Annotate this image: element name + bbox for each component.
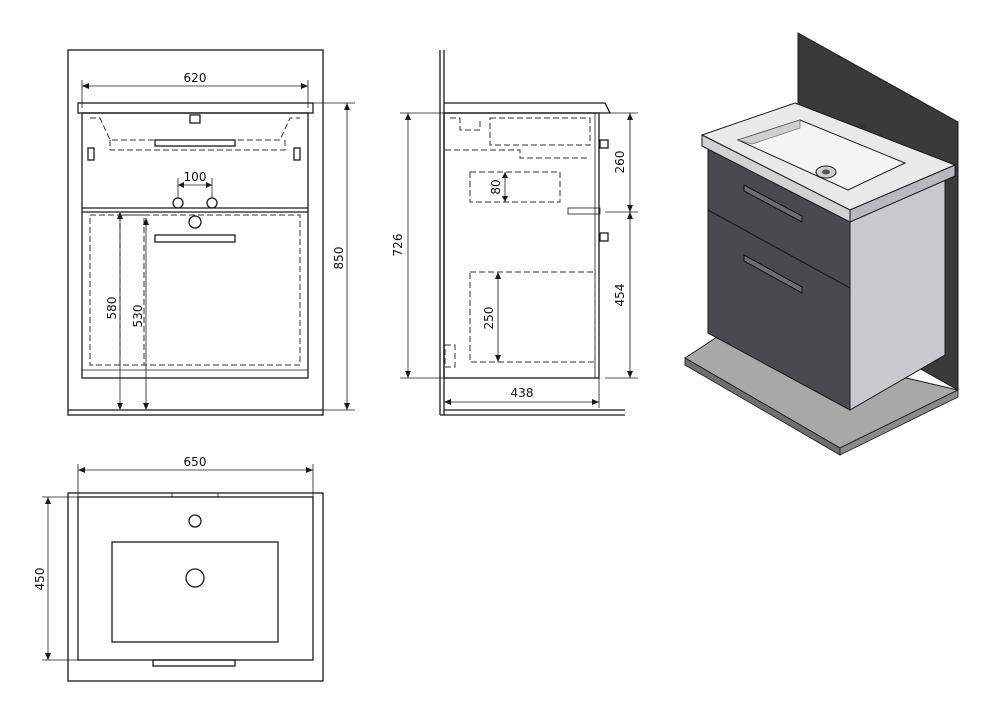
iso-tap-hole xyxy=(858,123,866,129)
top-basin xyxy=(111,541,279,643)
dim-hole-spacing: 100 xyxy=(184,170,207,184)
front-view: 620 100 580 530 850 xyxy=(67,49,355,416)
dim-top-width: 650 xyxy=(184,455,207,469)
front-countertop xyxy=(77,102,314,114)
dim-side-height: 726 xyxy=(391,234,405,257)
tap-hole xyxy=(188,514,202,528)
top-view: 650 450 xyxy=(33,455,324,682)
dim-lower-drawer: 454 xyxy=(613,284,627,307)
dim-total-height: 850 xyxy=(332,247,346,270)
top-handle xyxy=(152,659,236,667)
dim-depth: 438 xyxy=(511,386,534,400)
front-cabinet xyxy=(81,112,309,379)
front-wall-outline xyxy=(67,49,324,416)
dim-height-530: 530 xyxy=(131,305,145,328)
dim-siphon-box: 80 xyxy=(489,179,503,194)
side-view: 726 260 454 80 250 438 xyxy=(391,50,638,416)
dim-front-width: 620 xyxy=(184,71,207,85)
dim-lower-box: 250 xyxy=(482,307,496,330)
iso-upper-handle xyxy=(743,184,803,223)
dim-height-580: 580 xyxy=(105,297,119,320)
dim-top-depth: 450 xyxy=(33,568,47,591)
drain-hole xyxy=(185,568,205,588)
front-upper-handle xyxy=(154,139,236,147)
isometric-view xyxy=(684,32,960,456)
dim-upper-drawer: 260 xyxy=(613,151,627,174)
side-cabinet xyxy=(443,112,600,379)
front-lower-handle xyxy=(154,234,236,243)
iso-lower-handle xyxy=(743,254,803,294)
